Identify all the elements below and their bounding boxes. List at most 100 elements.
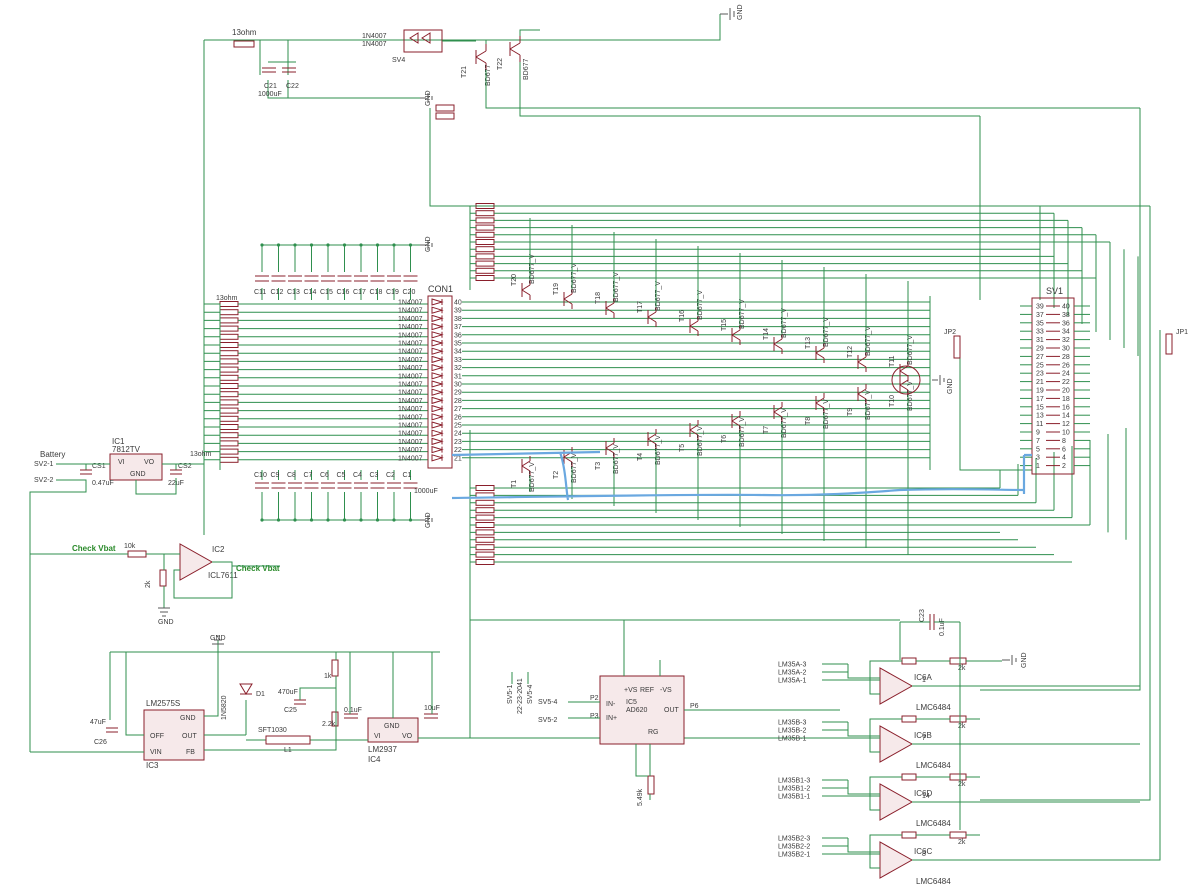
transistor-part: BD677_V: [823, 399, 830, 429]
junction-dot: [326, 518, 330, 522]
con1-diode-label: 1N4007: [398, 414, 423, 421]
con1-pin-number: 37: [454, 324, 462, 331]
d1-part: 1N5820: [221, 695, 228, 720]
con1-diode: [431, 396, 444, 405]
transistor-part: BD677_V: [697, 426, 704, 456]
cap-top-label: C19: [386, 289, 399, 296]
con1-diode-label: 1N4007: [398, 341, 423, 348]
opamp-part: LMC6484: [916, 761, 951, 770]
transistor-ref: T19: [553, 283, 560, 295]
con1-diode-label: 1N4007: [398, 365, 423, 372]
transistor-ref: T18: [595, 292, 602, 304]
transistor-part: BD677_V: [823, 317, 830, 347]
transistor-ref: T12: [847, 346, 854, 358]
ic5-part: AD620: [626, 707, 648, 714]
transistor-symbol: [773, 334, 783, 354]
con1-diode-label: 1N4007: [398, 423, 423, 430]
opamp-ref: IC6C: [914, 847, 932, 856]
cs1-label: CS1: [92, 463, 106, 470]
sv1-pin-right: 30: [1062, 346, 1070, 353]
ic3-pin-gnd: GND: [180, 715, 196, 722]
cap-bottom-symbol: [304, 482, 319, 489]
sv1-pin-right: 2: [1062, 463, 1066, 470]
con1-pin-number: 25: [454, 423, 462, 430]
con1-pin-number: 28: [454, 398, 462, 405]
l1-ref: L1: [284, 747, 292, 754]
check-vbat-right-label: Check Vbat: [236, 564, 280, 573]
sv1-pin-right: 6: [1062, 446, 1066, 453]
junction-dot: [359, 518, 363, 522]
ic1-ref: IC1: [112, 437, 125, 446]
cap-top-symbol: [255, 275, 269, 282]
sv1-pin-left: 9: [1036, 430, 1040, 437]
ic5-body: [599, 675, 685, 745]
opamp-input-label: LM35B2-3: [778, 836, 810, 843]
opamp-input-label: LM35A-2: [778, 670, 807, 677]
junction-dot: [359, 243, 363, 247]
sv2-1-label: SV2-1: [34, 461, 54, 468]
jp1-jumper: JP1: [1165, 329, 1188, 355]
right-side-loops: [929, 108, 1161, 861]
t21-part: BD677: [485, 64, 492, 86]
ic1-pin-gnd: GND: [130, 471, 146, 478]
check-vbat-left-label: Check Vbat: [72, 544, 116, 553]
cap-bottom-symbol: [354, 482, 368, 489]
sv1-pin-left: 13: [1036, 413, 1044, 420]
transistor-ref: T10: [889, 395, 896, 407]
opamp-input-label: LM35B2-2: [778, 844, 810, 851]
con1-diode: [431, 413, 444, 421]
con1-label: CON1: [428, 284, 453, 294]
d1-ref: D1: [256, 691, 265, 698]
sv1-pin-left: 19: [1036, 388, 1044, 395]
con1-diode-label: 1N4007: [398, 439, 423, 446]
con1-diode-label: 1N4007: [398, 357, 423, 364]
transistor-ref: T15: [721, 319, 728, 331]
transistor-symbol: [857, 352, 867, 372]
ic4-part: LM2937: [368, 745, 397, 754]
sv1-pin-right: 38: [1062, 312, 1070, 319]
ic3-pin-out: OUT: [182, 733, 198, 740]
con1-diode-label: 1N4007: [398, 431, 423, 438]
sv1-connector: SV1 393735333129272523211917151311975314…: [1020, 286, 1090, 475]
cap-top-symbol: [304, 275, 319, 282]
sv1-pin-right: 8: [1062, 438, 1066, 445]
con1-pin-number: 30: [454, 382, 462, 389]
opamp-output-pin: 7: [922, 735, 926, 742]
cap-top-label: C17: [353, 289, 366, 296]
cap-top-symbol: [321, 275, 335, 282]
transistor-part: BD677_V: [739, 299, 746, 329]
con1-diode: [431, 298, 444, 306]
cap-bottom-label: C9: [271, 472, 280, 479]
transistor-part: BD677_V: [907, 335, 914, 365]
ic1-body: [109, 453, 163, 481]
opamp-resistor-value: 2k: [958, 665, 966, 672]
ic5-pin-out: OUT: [664, 707, 680, 714]
opamp-input-label: LM35B-3: [778, 720, 807, 727]
regulator-ic1: IC1 7812TV VI VO GND Battery SV2-1 SV2-2…: [29, 437, 204, 752]
ic4-ref: IC4: [368, 755, 381, 764]
sv1-pin-left: 39: [1036, 304, 1044, 311]
cap-top-symbol: [288, 275, 302, 282]
cap-bottom-symbol: [321, 482, 335, 489]
con1-pin-number: 33: [454, 357, 462, 364]
sv1-pin-right: 22: [1062, 379, 1070, 386]
con1-diode-label: 1N4007: [398, 349, 423, 356]
con1-diode-label: 1N4007: [398, 406, 423, 413]
ic3-pin-off: OFF: [150, 733, 164, 740]
junction-dot: [392, 243, 396, 247]
t22-ref: T22: [497, 58, 504, 70]
ic5-pin-vs-minus: -VS: [660, 687, 672, 694]
header-pads: [469, 203, 1110, 570]
transistor-symbol: [647, 307, 657, 327]
con1-diode: [431, 429, 444, 437]
transistor-t10-ring: [891, 365, 921, 395]
ic5-pin-p2: P2: [590, 695, 599, 702]
blue-annotation-line: [451, 450, 1032, 501]
con1-pin-number: 38: [454, 316, 462, 323]
transistor-part: BD677_V: [865, 326, 872, 356]
sv5-4-input: SV5-4: [538, 699, 558, 706]
gnd-symbol-top: [720, 8, 735, 20]
ic5-ref: IC5: [626, 699, 637, 706]
c26-value: 47uF: [90, 719, 106, 726]
